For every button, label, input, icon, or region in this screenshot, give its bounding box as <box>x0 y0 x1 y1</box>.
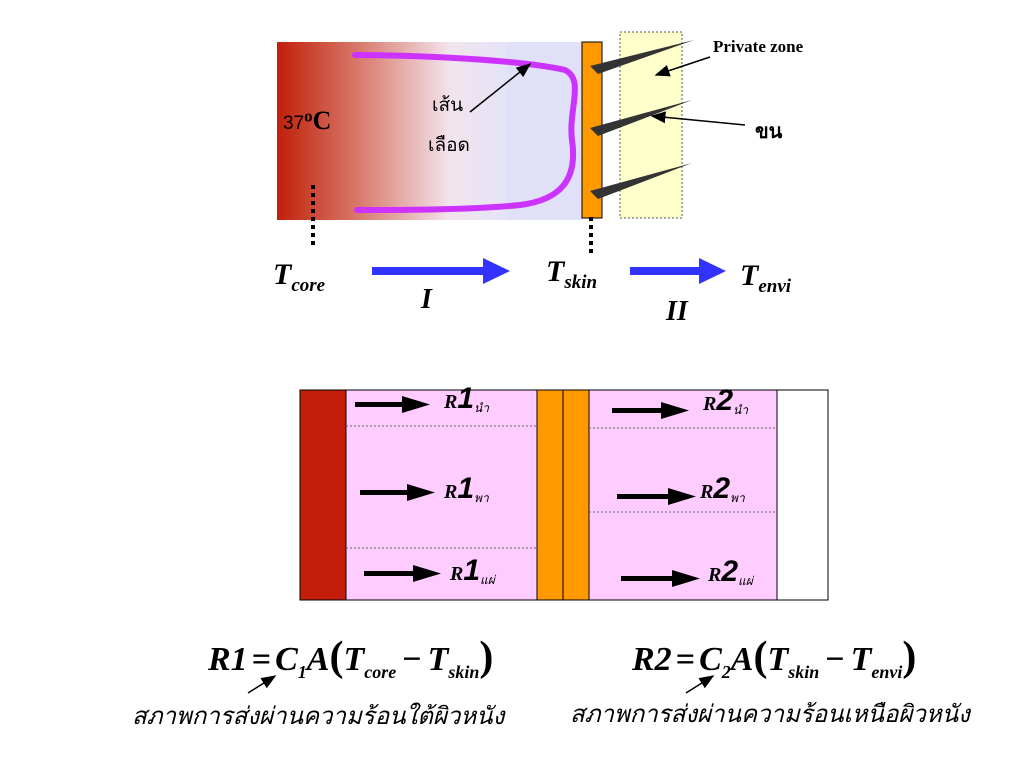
t-envi-label: Tenvi <box>740 259 791 298</box>
eq2-c: C <box>699 641 722 678</box>
equation-r1: R1=C1A(Tcore−Tskin) <box>208 633 493 683</box>
eq1-t2-sub: skin <box>448 661 480 682</box>
eq2-t1: T <box>767 641 789 678</box>
eq2-close-paren: ) <box>902 634 917 680</box>
private-zone <box>619 31 683 219</box>
eq1-close-paren: ) <box>479 634 494 680</box>
eq1-a: A <box>306 641 330 678</box>
t-core-base: T <box>273 258 292 291</box>
blood-vessel-loop <box>352 52 578 213</box>
eq2-equals: = <box>675 641 696 678</box>
r2-radiation-r: R <box>708 564 722 586</box>
r2-convection-sub: พา <box>730 491 745 506</box>
eq2-t2: T <box>850 641 872 678</box>
eq2-a: A <box>730 641 754 678</box>
r1-conduction-sub: นำ <box>474 401 489 416</box>
r1-radiation-sub: แผ่ <box>480 573 495 588</box>
resistance-skin-block-a <box>536 389 564 601</box>
private-zone-pointer <box>654 56 711 77</box>
eq1-c: C <box>275 641 298 678</box>
eq1-equals: = <box>251 641 272 678</box>
eq2-t2-sub: envi <box>871 661 903 682</box>
r1-radiation-r: R <box>450 563 464 585</box>
r2-convection-r: R <box>700 481 714 503</box>
t-skin-sub: skin <box>564 272 598 293</box>
resistance-envi-block <box>776 389 829 601</box>
core-temperature-label: 37oC <box>283 106 331 136</box>
r2-radiation-label: R2แผ่ <box>708 555 753 591</box>
t-core-sub: core <box>291 275 326 296</box>
stage-2-label: II <box>666 296 688 327</box>
eq2-lhs: R2 <box>632 641 672 678</box>
eq2-caption: สภาพการส่งผ่านความร้อนเหนือผิวหนัง <box>570 702 970 728</box>
equation-r2: R2=C2A(Tskin−Tenvi) <box>632 633 916 683</box>
vessel-label-line2: เลือด <box>428 135 470 156</box>
t-core-label: Tcore <box>273 258 325 297</box>
r1-convection-r: R <box>444 481 458 503</box>
core-temp-number: 37 <box>283 113 305 134</box>
eq1-caption: สภาพการส่งผ่านความร้อนใต้ผิวหนัง <box>132 704 505 730</box>
eq1-open-paren: ( <box>329 634 344 680</box>
stage-1-label: I <box>421 284 432 315</box>
eq2-caption-pointer <box>685 675 715 694</box>
r2-conduction-label: R2นำ <box>703 384 748 420</box>
r1-conduction-r: R <box>444 391 458 413</box>
r2-radiation-num: 2 <box>721 555 739 588</box>
t-skin-base: T <box>546 255 565 288</box>
r1-convection-label: R1พา <box>444 472 489 508</box>
flow-arrow-2-shaft <box>630 267 700 275</box>
r2-conduction-sub: นำ <box>733 403 748 418</box>
eq2-t1-sub: skin <box>788 661 820 682</box>
r2-radiation-sub: แผ่ <box>738 574 753 589</box>
core-body-block <box>277 42 507 220</box>
r2-conduction-r: R <box>703 393 717 415</box>
eq1-t1: T <box>343 641 365 678</box>
eq1-t1-sub: core <box>364 661 397 682</box>
t-skin-label: Tskin <box>546 255 597 294</box>
r2-convection-num: 2 <box>713 472 731 505</box>
eq1-lhs: R1 <box>208 641 248 678</box>
r1-convection-num: 1 <box>457 472 475 505</box>
r2-convection-label: R2พา <box>700 472 745 508</box>
core-temp-degree: o <box>304 106 313 126</box>
t-envi-sub: envi <box>758 276 792 297</box>
private-zone-label: Private zone <box>713 37 804 56</box>
flow-arrow-2-head <box>699 258 726 284</box>
eq1-t2: T <box>427 641 449 678</box>
eq2-c-sub: 2 <box>721 661 731 682</box>
resistance-core-block <box>299 389 347 601</box>
eq1-caption-pointer <box>247 675 277 694</box>
vessel-pointer <box>469 63 532 113</box>
hair-strand-3 <box>590 163 692 199</box>
vessel-label-line1: เส้น <box>432 95 464 116</box>
r1-radiation-label: R1แผ่ <box>450 554 495 590</box>
r1-convection-sub: พา <box>474 491 489 506</box>
flow-arrow-1-shaft <box>372 267 484 275</box>
hair-strand-1 <box>590 40 694 74</box>
r1-conduction-num: 1 <box>457 382 475 415</box>
core-temp-unit: C <box>312 106 332 135</box>
eq2-minus: − <box>825 641 845 678</box>
hair-label: ขน <box>755 121 783 143</box>
resistance-arrows <box>355 396 700 587</box>
r1-conduction-label: R1นำ <box>444 382 489 418</box>
resistance-skin-block-b <box>562 389 590 601</box>
flow-arrow-1-head <box>483 258 510 284</box>
t-envi-base: T <box>740 259 759 292</box>
r1-radiation-num: 1 <box>463 554 481 587</box>
eq1-c-sub: 1 <box>297 661 307 682</box>
hair-strand-2 <box>590 100 692 136</box>
eq1-minus: − <box>402 641 422 678</box>
r2-conduction-num: 2 <box>716 384 734 417</box>
hair-pointer <box>650 111 746 126</box>
eq2-open-paren: ( <box>753 634 768 680</box>
